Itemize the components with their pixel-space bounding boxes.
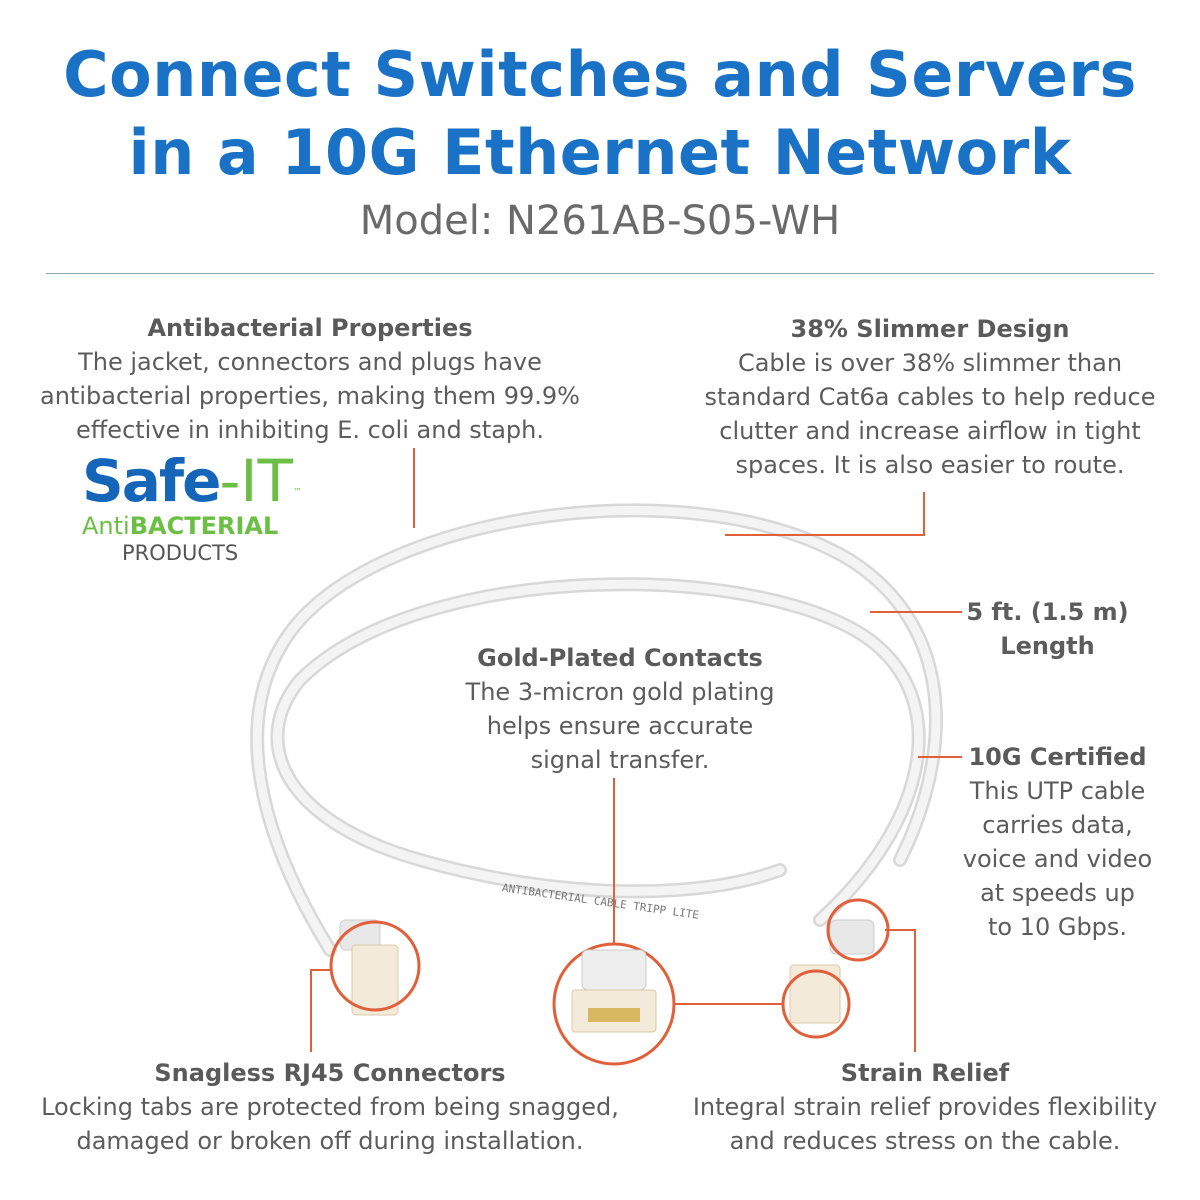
feature-antibacterial: Antibacterial Properties The jacket, con… (30, 311, 590, 447)
feature-text: Integral strain relief provides flexibil… (692, 1093, 1158, 1121)
feature-heading: 10G Certified (968, 743, 1147, 771)
feature-text: damaged or broken off during installatio… (76, 1127, 584, 1155)
logo-it: -IT (219, 447, 293, 515)
feature-text: The jacket, connectors and plugs have (78, 348, 542, 376)
feature-text: helps ensure accurate (486, 712, 754, 740)
logo-products: PRODUCTS (122, 541, 239, 565)
right-connector (789, 919, 875, 1024)
logo-bacterial: BACTERIAL (129, 512, 279, 540)
feature-text: effective in inhibiting E. coli and stap… (76, 416, 544, 444)
logo-safe: Safe (82, 447, 221, 515)
feature-text: and reduces stress on the cable. (729, 1127, 1121, 1155)
gold-contacts-closeup (571, 949, 657, 1033)
highlight-right-connector (781, 969, 851, 1039)
callout-line-slimmer (725, 492, 925, 536)
feature-heading: Gold-Plated Contacts (477, 644, 763, 672)
page-title: Connect Switches and Servers in a 10G Et… (0, 36, 1200, 192)
feature-text: Cable is over 38% slimmer than (737, 349, 1123, 377)
feature-text: Locking tabs are protected from being sn… (41, 1093, 619, 1121)
title-line-1: Connect Switches and Servers (63, 38, 1137, 111)
feature-slimmer: 38% Slimmer Design Cable is over 38% sli… (690, 312, 1170, 482)
feature-text: at speeds up (980, 879, 1135, 907)
callout-line-strain (885, 929, 916, 1052)
feature-text: The 3-micron gold plating (465, 678, 775, 706)
safe-it-logo: Safe-IT™ AntiBACTERIAL PRODUCTS (82, 450, 302, 566)
feature-length: 5 ft. (1.5 m) Length (950, 595, 1145, 663)
title-line-2: in a 10G Ethernet Network (128, 116, 1072, 189)
divider (46, 273, 1154, 274)
feature-text: voice and video (962, 845, 1153, 873)
feature-text: signal transfer. (530, 746, 710, 774)
feature-heading: Length (1000, 632, 1095, 660)
feature-heading: 38% Slimmer Design (790, 315, 1070, 343)
feature-heading: Snagless RJ45 Connectors (154, 1059, 506, 1087)
feature-strain: Strain Relief Integral strain relief pro… (670, 1056, 1180, 1158)
model-number: Model: N261AB-S05-WH (359, 198, 841, 244)
feature-text: clutter and increase airflow in tight (719, 417, 1141, 445)
feature-text: antibacterial properties, making them 99… (40, 382, 580, 410)
feature-text: spaces. It is also easier to route. (735, 451, 1125, 479)
feature-text: This UTP cable (969, 777, 1146, 805)
feature-snagless: Snagless RJ45 Connectors Locking tabs ar… (20, 1056, 640, 1158)
feature-text: to 10 Gbps. (987, 913, 1128, 941)
feature-text: standard Cat6a cables to help reduce (704, 383, 1156, 411)
logo-tm: ™ (292, 487, 302, 498)
feature-heading: Antibacterial Properties (147, 314, 473, 342)
logo-anti: Anti (82, 512, 130, 540)
feature-certified: 10G Certified This UTP cable carries dat… (950, 740, 1165, 944)
left-connector (339, 919, 399, 1016)
highlight-left-connector (329, 920, 421, 1012)
feature-heading: Strain Relief (840, 1059, 1010, 1087)
feature-gold: Gold-Plated Contacts The 3-micron gold p… (440, 641, 800, 777)
callout-line-snagless (310, 969, 332, 1052)
feature-heading: 5 ft. (1.5 m) (966, 598, 1129, 626)
highlight-strain-relief (826, 898, 890, 962)
feature-text: carries data, (982, 811, 1133, 839)
